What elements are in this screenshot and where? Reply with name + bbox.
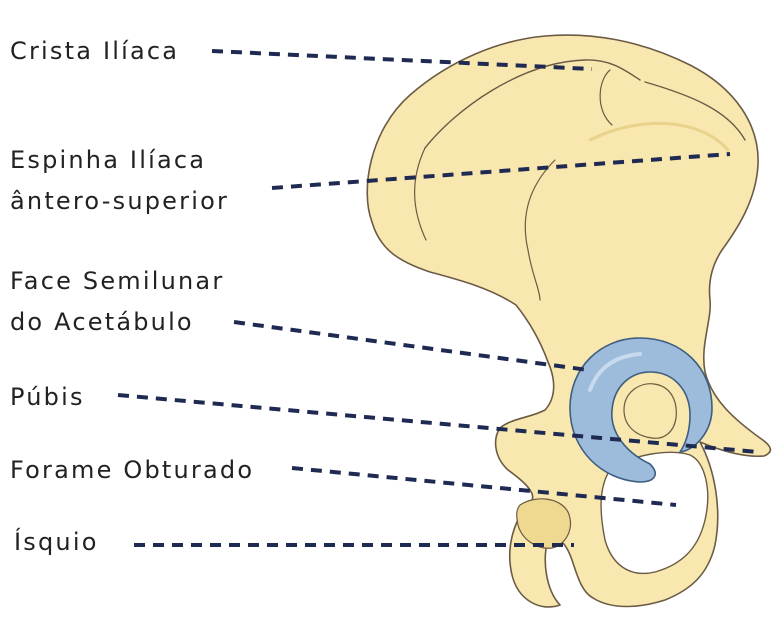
label-crista-iliaca: Crista Ilíaca: [10, 36, 179, 66]
label-face-semilunar-line2: do Acetábulo: [10, 307, 194, 337]
label-isquio: Ísquio: [14, 527, 99, 557]
label-forame-obturado: Forame Obturado: [10, 455, 254, 485]
label-espinha-iliaca-line1: Espinha Ilíaca: [10, 145, 206, 175]
label-espinha-iliaca-line2: ântero-superior: [10, 186, 229, 216]
label-face-semilunar-line1: Face Semilunar: [10, 266, 224, 296]
hip-bone: [367, 35, 770, 607]
label-pubis: Púbis: [10, 382, 85, 412]
